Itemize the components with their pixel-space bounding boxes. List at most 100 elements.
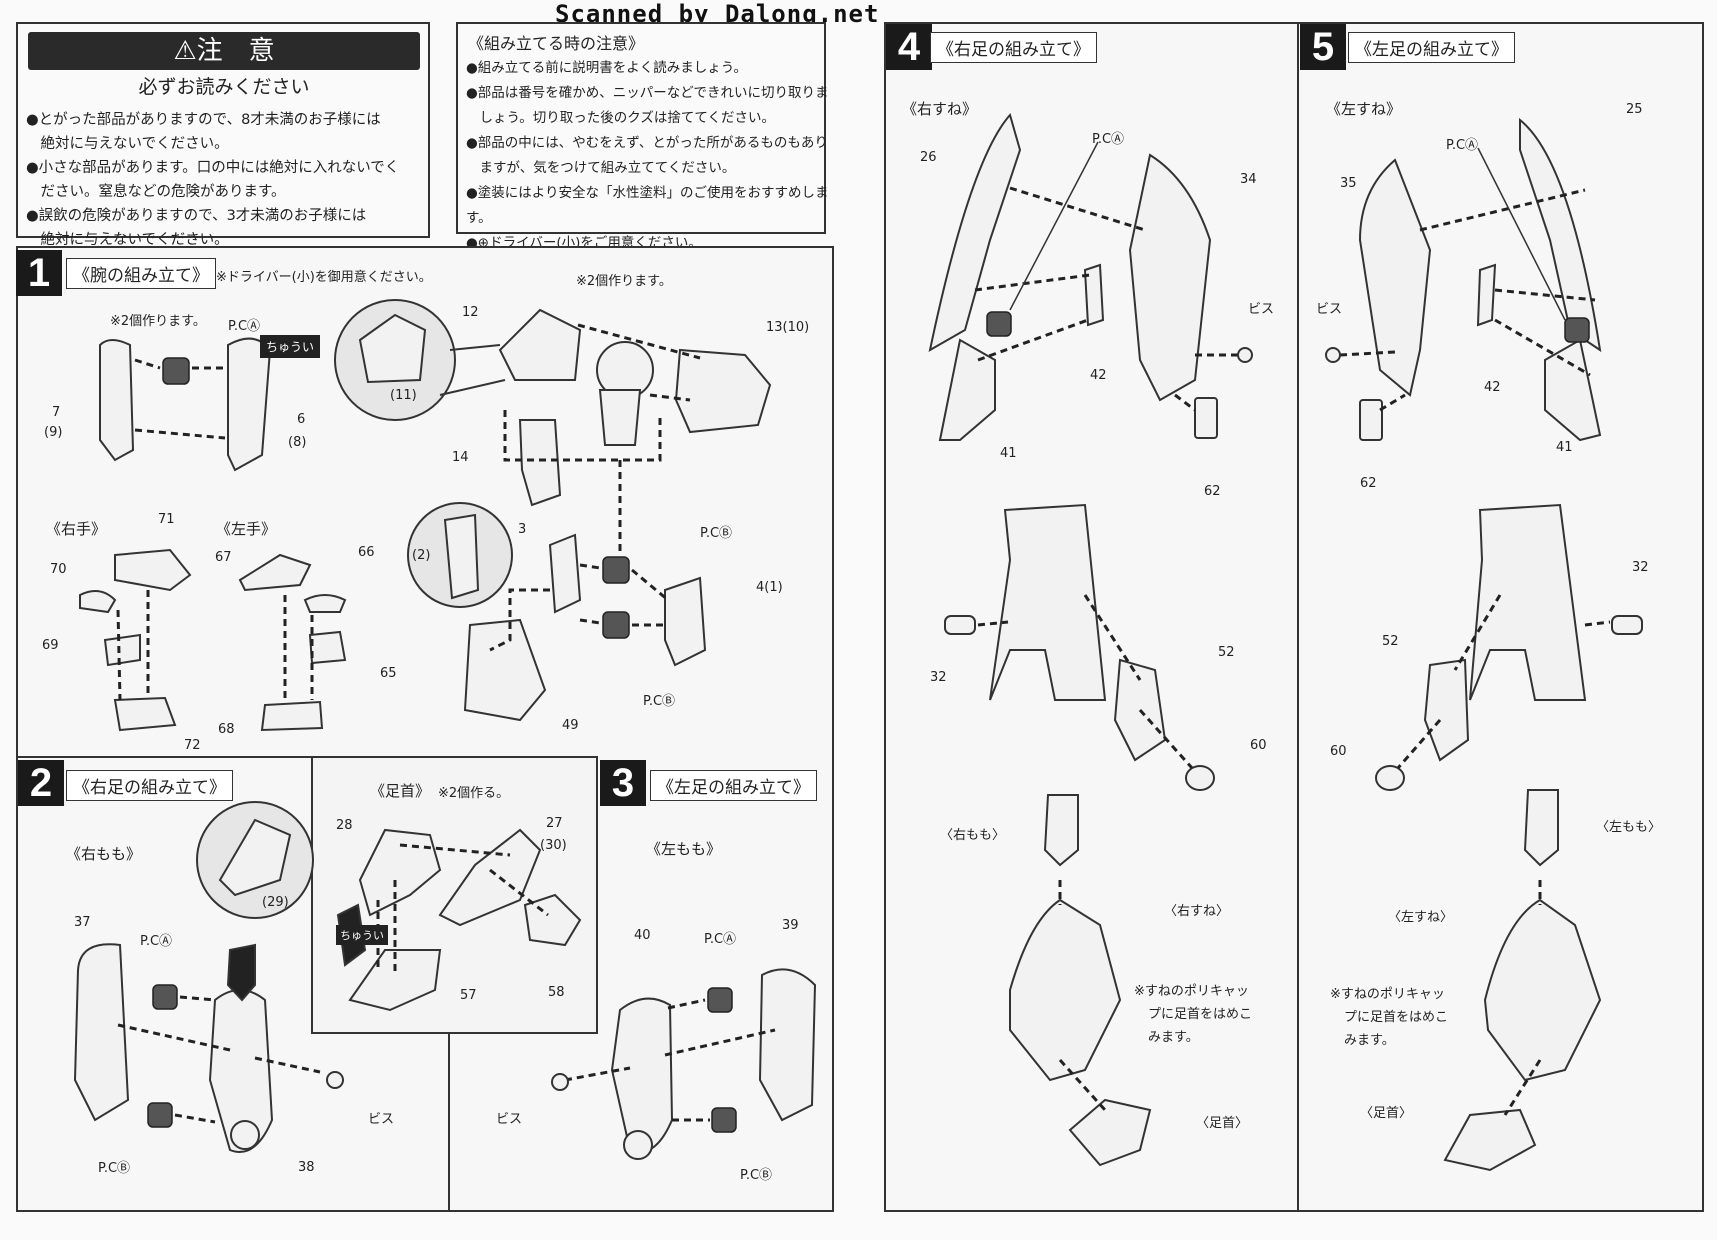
polycap-a-label: P.CⒶ xyxy=(1446,138,1479,153)
part-number: 52 xyxy=(1382,634,1399,649)
shin-label: 〈左すね〉 xyxy=(1388,910,1454,925)
shin-part-62 xyxy=(1194,397,1218,439)
caution-item: 絶対に与えないでください。 xyxy=(26,136,229,152)
step3-title: 《左足の組み立て》 xyxy=(650,770,817,801)
part-number: 58 xyxy=(548,985,565,1000)
thigh-part-39 xyxy=(758,968,817,1122)
arm-part-7 xyxy=(99,339,135,462)
part-number: 42 xyxy=(1484,380,1501,395)
part-number: 4(1) xyxy=(756,580,783,595)
zoom-callout-2 xyxy=(407,502,513,608)
caution-box: ⚠注 意 必ずお読みください ●とがった部品がありますので、8才未満のお子様には… xyxy=(16,22,430,248)
thigh-part-38 xyxy=(208,989,274,1153)
lower-leg-left xyxy=(1469,503,1587,701)
polycap-b1 xyxy=(602,556,630,584)
polycap-a xyxy=(1564,317,1590,343)
part-number: 40 xyxy=(634,928,651,943)
right-shin-label: 《右すね》 xyxy=(902,100,978,118)
part-number: 41 xyxy=(1556,440,1573,455)
lower-leg-right xyxy=(989,503,1107,701)
polycap-60 xyxy=(1375,765,1405,791)
polycap-a-label: P.CⒶ xyxy=(228,319,261,334)
part-number: 37 xyxy=(74,915,91,930)
ankle-part-28 xyxy=(358,828,442,917)
shin-part-32 xyxy=(944,615,976,635)
part-number: 35 xyxy=(1340,176,1357,191)
left-hand-parts xyxy=(238,553,347,732)
left-hand-label: 《左手》 xyxy=(216,520,277,538)
thigh-label: 〈左もも〉 xyxy=(1596,820,1662,835)
part-number: 71 xyxy=(158,512,175,527)
part-number: 26 xyxy=(920,150,937,165)
notes-list: ●組み立てる前に説明書をよく読みましょう。 ●部品は番号を確かめ、ニッパーなどで… xyxy=(466,56,836,256)
caution-subtitle: 必ずお読みください xyxy=(138,76,310,98)
zoom-callout-29 xyxy=(196,801,314,919)
caution-title: ⚠注 意 xyxy=(28,32,420,70)
thigh-small-left xyxy=(1523,789,1559,867)
shin-part-26 xyxy=(928,112,1022,352)
left-shin-label: 《左すね》 xyxy=(1326,100,1402,118)
shin-assembly-left xyxy=(1483,898,1602,1082)
polycap-note: プに足首をはめこ xyxy=(1148,1007,1253,1022)
polycap-a xyxy=(986,311,1012,337)
polycap-a-label: P.CⒶ xyxy=(704,932,737,947)
screw-label: ビス xyxy=(1316,302,1343,317)
part-number: 6 xyxy=(297,412,306,427)
screw xyxy=(551,1073,569,1091)
shin-part-25 xyxy=(1519,117,1602,353)
caution-tag: ちゅうい xyxy=(336,925,388,945)
polycap-note: ※すねのポリキャッ xyxy=(1330,987,1445,1002)
caution-item: 絶対に与えないでください。 xyxy=(26,232,229,248)
arm-part-14 xyxy=(518,419,562,507)
arm-part-4 xyxy=(664,576,707,667)
part-number: 39 xyxy=(782,918,799,933)
part-number: 52 xyxy=(1218,645,1235,660)
polycap-b-label: P.CⒷ xyxy=(740,1168,773,1183)
ankle-left xyxy=(1443,1108,1537,1172)
notes-title: 《組み立てる時の注意》 xyxy=(468,34,645,53)
polycap-b-label: P.CⒷ xyxy=(700,526,733,541)
polycap-b xyxy=(711,1107,737,1133)
polycap-a xyxy=(162,357,190,385)
caution-list: ●とがった部品がありますので、8才未満のお子様には 絶対に与えないでください。 … xyxy=(26,108,426,252)
ankle-label: 〈足首〉 xyxy=(1360,1106,1413,1121)
part-number: 13(10) xyxy=(766,320,810,335)
part-number: (30) xyxy=(540,838,567,853)
right-hand-label: 《右手》 xyxy=(46,520,107,538)
arm-part-3 xyxy=(548,533,582,614)
arm-part-13 xyxy=(674,348,772,434)
part-number: (29) xyxy=(262,895,289,910)
polycap-a xyxy=(707,987,733,1013)
zoom-callout-11 xyxy=(334,299,456,421)
polycap-note: みます。 xyxy=(1344,1033,1395,1048)
polycap-b2 xyxy=(602,611,630,639)
part-number: (2) xyxy=(412,548,431,563)
divider xyxy=(16,756,312,758)
ankle-part-27 xyxy=(438,828,542,927)
part-number: 60 xyxy=(1330,744,1347,759)
part-number: 41 xyxy=(1000,446,1017,461)
arm-elbow-joint xyxy=(596,341,654,446)
shin-part-42 xyxy=(1083,263,1105,327)
notes-item: ●部品の中には、やむをえず、とがった所があるものもあり xyxy=(466,135,828,151)
shin-part-62 xyxy=(1359,399,1383,441)
step5-title: 《左足の組み立て》 xyxy=(1348,32,1515,63)
shin-part-35 xyxy=(1358,158,1432,397)
part-number: (11) xyxy=(390,388,417,403)
polycap-b-label: P.CⒷ xyxy=(643,694,676,709)
notes-item: ●塗装にはより安全な「水性塗料」のご使用をおすすめします。 xyxy=(466,185,829,226)
part-number: 42 xyxy=(1090,368,1107,383)
step2-title: 《右足の組み立て》 xyxy=(66,770,233,801)
arm-part-12 xyxy=(498,308,582,381)
notes-item: しょう。切り取った後のクズは捨ててください。 xyxy=(466,110,776,126)
notes-item: ますが、気をつけて組み立ててください。 xyxy=(466,160,736,176)
right-hand-parts xyxy=(79,548,192,732)
step1-make2-note: ※2個作ります。 xyxy=(110,314,206,329)
step1-title: 《腕の組み立て》 xyxy=(66,258,216,289)
part-number: 65 xyxy=(380,666,397,681)
part-number: 70 xyxy=(50,562,67,577)
caution-item: ●誤飲の危険がありますので、3才未満のお子様には xyxy=(26,208,367,224)
assembly-notes-box: 《組み立てる時の注意》 ●組み立てる前に説明書をよく読みましょう。 ●部品は番号… xyxy=(456,22,829,251)
part-number: 3 xyxy=(518,522,527,537)
